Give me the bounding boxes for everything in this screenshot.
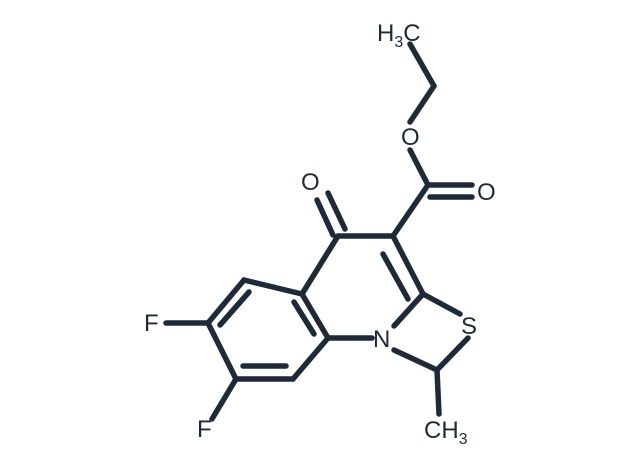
bond-o-carboxyl bbox=[407, 147, 431, 188]
bond-ch2-o bbox=[407, 83, 437, 125]
bond-c7-f bbox=[209, 376, 239, 422]
bond-c3-c2 bbox=[390, 233, 426, 297]
bond-c4a-c5 bbox=[241, 277, 305, 297]
bond-c6-c7 bbox=[205, 320, 239, 382]
bond-c8a-c4a-inner bbox=[291, 299, 317, 337]
bond-ch3-ch2 bbox=[407, 41, 437, 89]
ch3-bottom-label: CH3 bbox=[424, 417, 468, 448]
bond-s-ch bbox=[434, 335, 471, 373]
nitrogen-label: N bbox=[373, 326, 390, 353]
bond-c8a-c4a bbox=[299, 291, 331, 341]
bond-c4-c4a bbox=[299, 233, 341, 297]
bond-ketone-2 bbox=[325, 190, 348, 232]
oxygen-carbonyl-ester-label: O bbox=[477, 179, 496, 206]
bond-c5-c6 bbox=[205, 277, 247, 326]
bond-c8-c8a bbox=[290, 335, 331, 382]
oxygen-ester-label: O bbox=[401, 124, 420, 151]
bond-carboxyl-c3 bbox=[390, 182, 431, 239]
bond-ch-ch3 bbox=[434, 367, 442, 417]
bond-c3-c2-inner bbox=[380, 251, 411, 302]
bond-n-c2 bbox=[391, 291, 426, 329]
bond-n-ch bbox=[391, 347, 440, 373]
bond-c5-c6-inner bbox=[217, 289, 252, 328]
fluorine-bottom-label: F bbox=[197, 416, 212, 443]
bond-c2-s bbox=[420, 291, 463, 317]
oxygen-ketone-label: O bbox=[301, 169, 320, 196]
ch3-top-label: H3C bbox=[377, 20, 421, 51]
sulfur-label: S bbox=[461, 313, 477, 340]
fluorine-top-label: F bbox=[144, 310, 159, 337]
bond-ketone-1 bbox=[314, 197, 336, 238]
